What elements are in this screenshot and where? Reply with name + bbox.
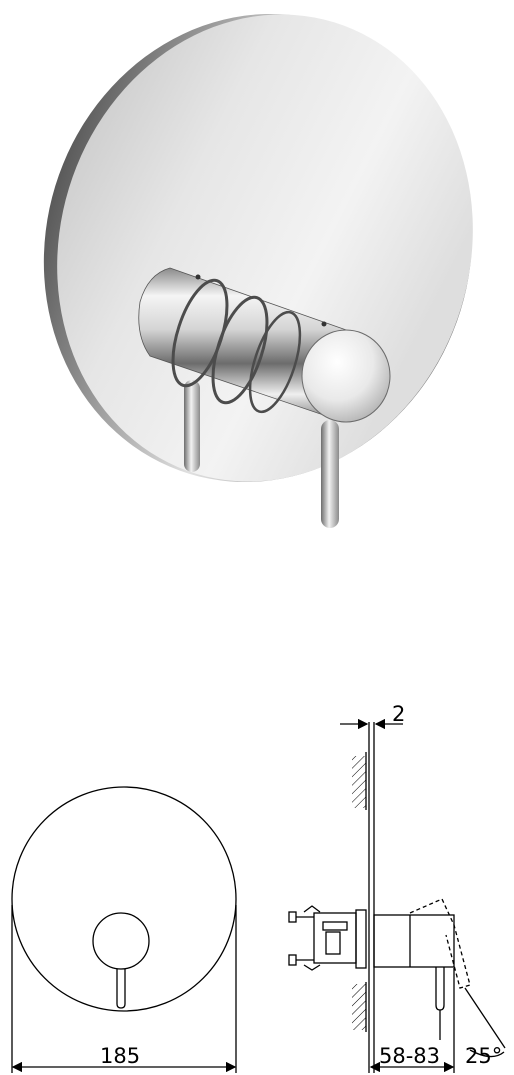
side-view-drawing — [288, 718, 506, 1073]
front-lever — [116, 969, 126, 1009]
wall-hatch-top — [352, 756, 366, 808]
front-handle-outline — [92, 912, 150, 970]
front-plate-outline — [11, 786, 237, 1012]
front-view-drawing — [11, 786, 237, 1073]
plate-thickness-label: 2 — [392, 702, 405, 726]
product-render — [43, 13, 473, 528]
cover-plate — [57, 14, 473, 482]
side-lever-rotated — [409, 898, 471, 989]
side-lever — [435, 967, 445, 1011]
lever-rod-left — [184, 380, 200, 472]
side-valve-body — [288, 905, 367, 971]
plate-diameter-label: 185 — [100, 1044, 140, 1068]
wall-depth-label: 58-83 — [379, 1044, 440, 1068]
side-handle — [373, 914, 455, 968]
angle-arc — [469, 1049, 505, 1058]
lever-rod-right — [321, 420, 339, 528]
handle-cylinder — [138, 267, 353, 423]
wall-hatch-bottom — [352, 984, 366, 1030]
handle-end-cap — [301, 329, 391, 423]
lever-angle-label: 25° — [465, 1044, 502, 1068]
